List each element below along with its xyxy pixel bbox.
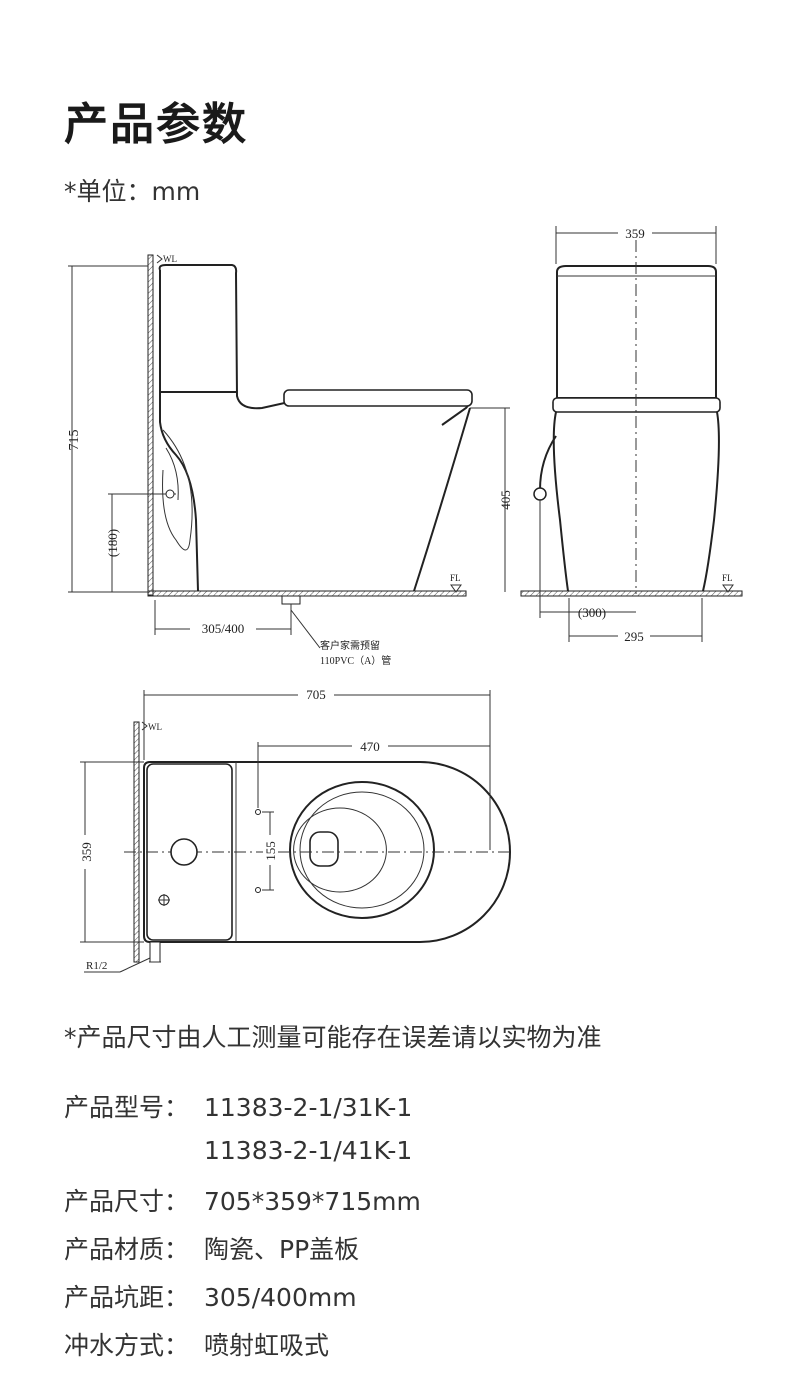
svg-text:WL: WL [163,254,177,264]
front-view: FL 359 (300) [520,225,743,644]
front-floor [520,590,743,597]
svg-text:WL: WL [148,722,162,732]
dim-top-470: 470 [257,739,490,808]
svg-text:295: 295 [624,629,644,644]
spec-row-model: 产品型号： 11383-2-1/31K-1 [64,1088,412,1124]
svg-text:359: 359 [79,842,94,862]
dim-front-359: 359 [555,225,717,264]
svg-text:FL: FL [450,573,461,583]
spec-label: 冲水方式： [64,1331,190,1360]
dim-top-155: 155 [262,811,278,891]
dim-seat-405: 405 [470,407,513,592]
page-title: 产品参数 [64,99,248,150]
svg-text:(180): (180) [105,529,120,557]
spec-row-flush: 冲水方式： 喷射虹吸式 [64,1326,329,1362]
svg-text:305/400: 305/400 [202,621,245,636]
svg-text:470: 470 [360,739,380,754]
spec-value: 11383-2-1/41K-1 [204,1136,413,1165]
fl-marker: FL [450,573,462,593]
dim-top-359: 359 [78,761,144,943]
side-toilet [148,264,473,605]
dim-inlet-180: (180) [105,493,148,592]
top-wall [133,721,140,963]
spec-row-rough-in: 产品坑距： 305/400mm [64,1278,357,1314]
spec-row-size: 产品尺寸： 705*359*715mm [64,1182,421,1218]
wl-marker: WL [156,254,177,264]
spec-value: 705*359*715mm [204,1187,421,1216]
dim-height-715: 715 [67,265,148,593]
svg-text:359: 359 [625,226,645,241]
svg-text:705: 705 [306,687,326,702]
spec-value: 陶瓷、PP盖板 [204,1235,360,1264]
spec-label: 产品型号： [64,1093,190,1122]
spec-value: 11383-2-1/31K-1 [204,1093,413,1122]
dim-rough-in: 305/400 客户家需预留 110PVC（A）管 [154,600,391,667]
spec-label: 产品坑距： [64,1283,190,1312]
dim-front-300: (300) [539,500,636,642]
top-wl-marker: WL [141,721,162,732]
spec-row-model-2: 11383-2-1/41K-1 [64,1136,412,1165]
wall [147,254,154,596]
spec-value: 喷射虹吸式 [204,1331,330,1360]
spec-label: 产品尺寸： [64,1187,190,1216]
svg-text:155: 155 [263,841,278,861]
front-toilet [533,240,721,594]
svg-text:110PVC（A）管: 110PVC（A）管 [320,654,391,667]
front-fl-marker: FL [722,573,734,593]
size-disclaimer: *产品尺寸由人工测量可能存在误差请以实物为准 [64,1023,602,1052]
spec-value: 305/400mm [204,1283,357,1312]
dim-top-705: 705 [143,687,491,850]
spec-row-material: 产品材质： 陶瓷、PP盖板 [64,1230,359,1266]
thread-label: R1/2 [84,957,151,973]
dim-front-295: 295 [569,598,703,644]
unit-note: *单位：mm [64,177,201,206]
svg-text:715: 715 [67,430,82,451]
floor [147,590,467,597]
technical-drawing: WL FL 715 [67,225,743,973]
svg-text:(300): (300) [578,605,606,620]
spec-label: 产品材质： [64,1235,190,1264]
top-toilet [124,761,511,963]
top-view: WL 705 [78,687,511,973]
svg-text:R1/2: R1/2 [86,960,107,972]
svg-text:客户家需预留: 客户家需预留 [320,639,380,652]
svg-text:405: 405 [498,490,513,510]
side-view: WL FL 715 [67,254,513,667]
svg-text:FL: FL [722,573,733,583]
